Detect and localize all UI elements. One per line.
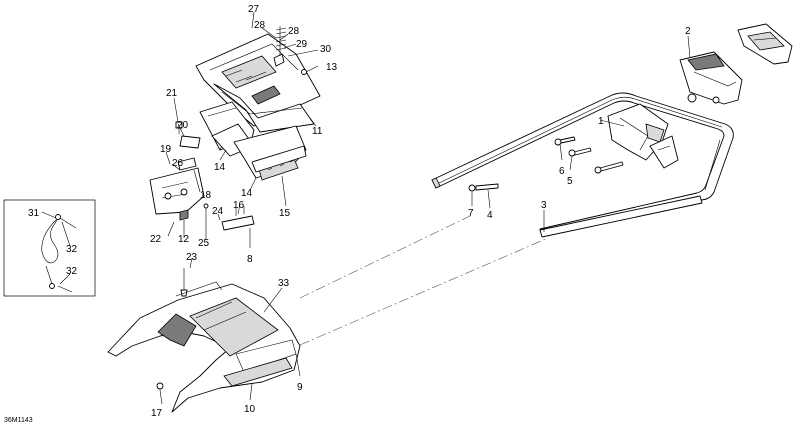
callout-15: 15 bbox=[279, 208, 291, 219]
callout-14a: 14 bbox=[214, 162, 226, 173]
callout-26: 26 bbox=[172, 158, 184, 169]
bracket-parts bbox=[199, 101, 307, 181]
callout-28a: 28 bbox=[254, 20, 266, 31]
callout-9: 9 bbox=[297, 382, 303, 393]
callout-31: 31 bbox=[28, 208, 40, 219]
callout-5: 5 bbox=[567, 176, 573, 187]
callout-30: 30 bbox=[320, 44, 332, 55]
callout-24: 24 bbox=[212, 206, 224, 217]
inset-box bbox=[3, 199, 96, 297]
callout-14b: 14 bbox=[241, 188, 253, 199]
callout-11: 11 bbox=[312, 126, 323, 137]
upper-plate-part bbox=[195, 26, 321, 133]
loose-block bbox=[737, 23, 793, 65]
callout-32a: 32 bbox=[66, 244, 78, 255]
small-parts bbox=[149, 121, 255, 297]
callout-28b: 28 bbox=[288, 26, 300, 37]
callout-25: 25 bbox=[198, 238, 210, 249]
callout-1: 1 bbox=[598, 116, 604, 127]
callout-8: 8 bbox=[247, 254, 253, 265]
callout-18: 18 bbox=[200, 190, 212, 201]
figure-code: 36M1143 bbox=[4, 417, 33, 424]
lower-rail-part bbox=[539, 195, 703, 238]
callout-19: 19 bbox=[160, 144, 172, 155]
callout-2: 2 bbox=[685, 26, 691, 37]
callout-13: 13 bbox=[326, 62, 338, 73]
rack-frame-part bbox=[431, 92, 734, 237]
callout-10: 10 bbox=[244, 404, 256, 415]
callout-12: 12 bbox=[178, 234, 190, 245]
callout-4: 4 bbox=[487, 210, 493, 221]
callout-20: 20 bbox=[177, 120, 189, 131]
callout-21: 21 bbox=[166, 88, 178, 99]
callouts: 1 2 3 4 5 6 7 8 9 10 11 12 13 14 14 15 1… bbox=[4, 4, 691, 424]
callout-7: 7 bbox=[468, 208, 474, 219]
callout-3: 3 bbox=[541, 200, 547, 211]
callout-33: 33 bbox=[278, 278, 290, 289]
callout-6: 6 bbox=[559, 166, 565, 177]
lower-tub-part bbox=[107, 281, 301, 413]
callout-22: 22 bbox=[150, 234, 162, 245]
handle-part bbox=[679, 51, 743, 105]
callout-27: 27 bbox=[248, 4, 260, 15]
callout-23: 23 bbox=[186, 252, 198, 263]
callout-17: 17 bbox=[151, 408, 163, 419]
callout-29: 29 bbox=[296, 39, 308, 50]
alignment-lines bbox=[299, 215, 549, 346]
callout-32b: 32 bbox=[66, 266, 78, 277]
callout-16: 16 bbox=[233, 200, 245, 211]
leader-lines bbox=[41, 11, 691, 405]
